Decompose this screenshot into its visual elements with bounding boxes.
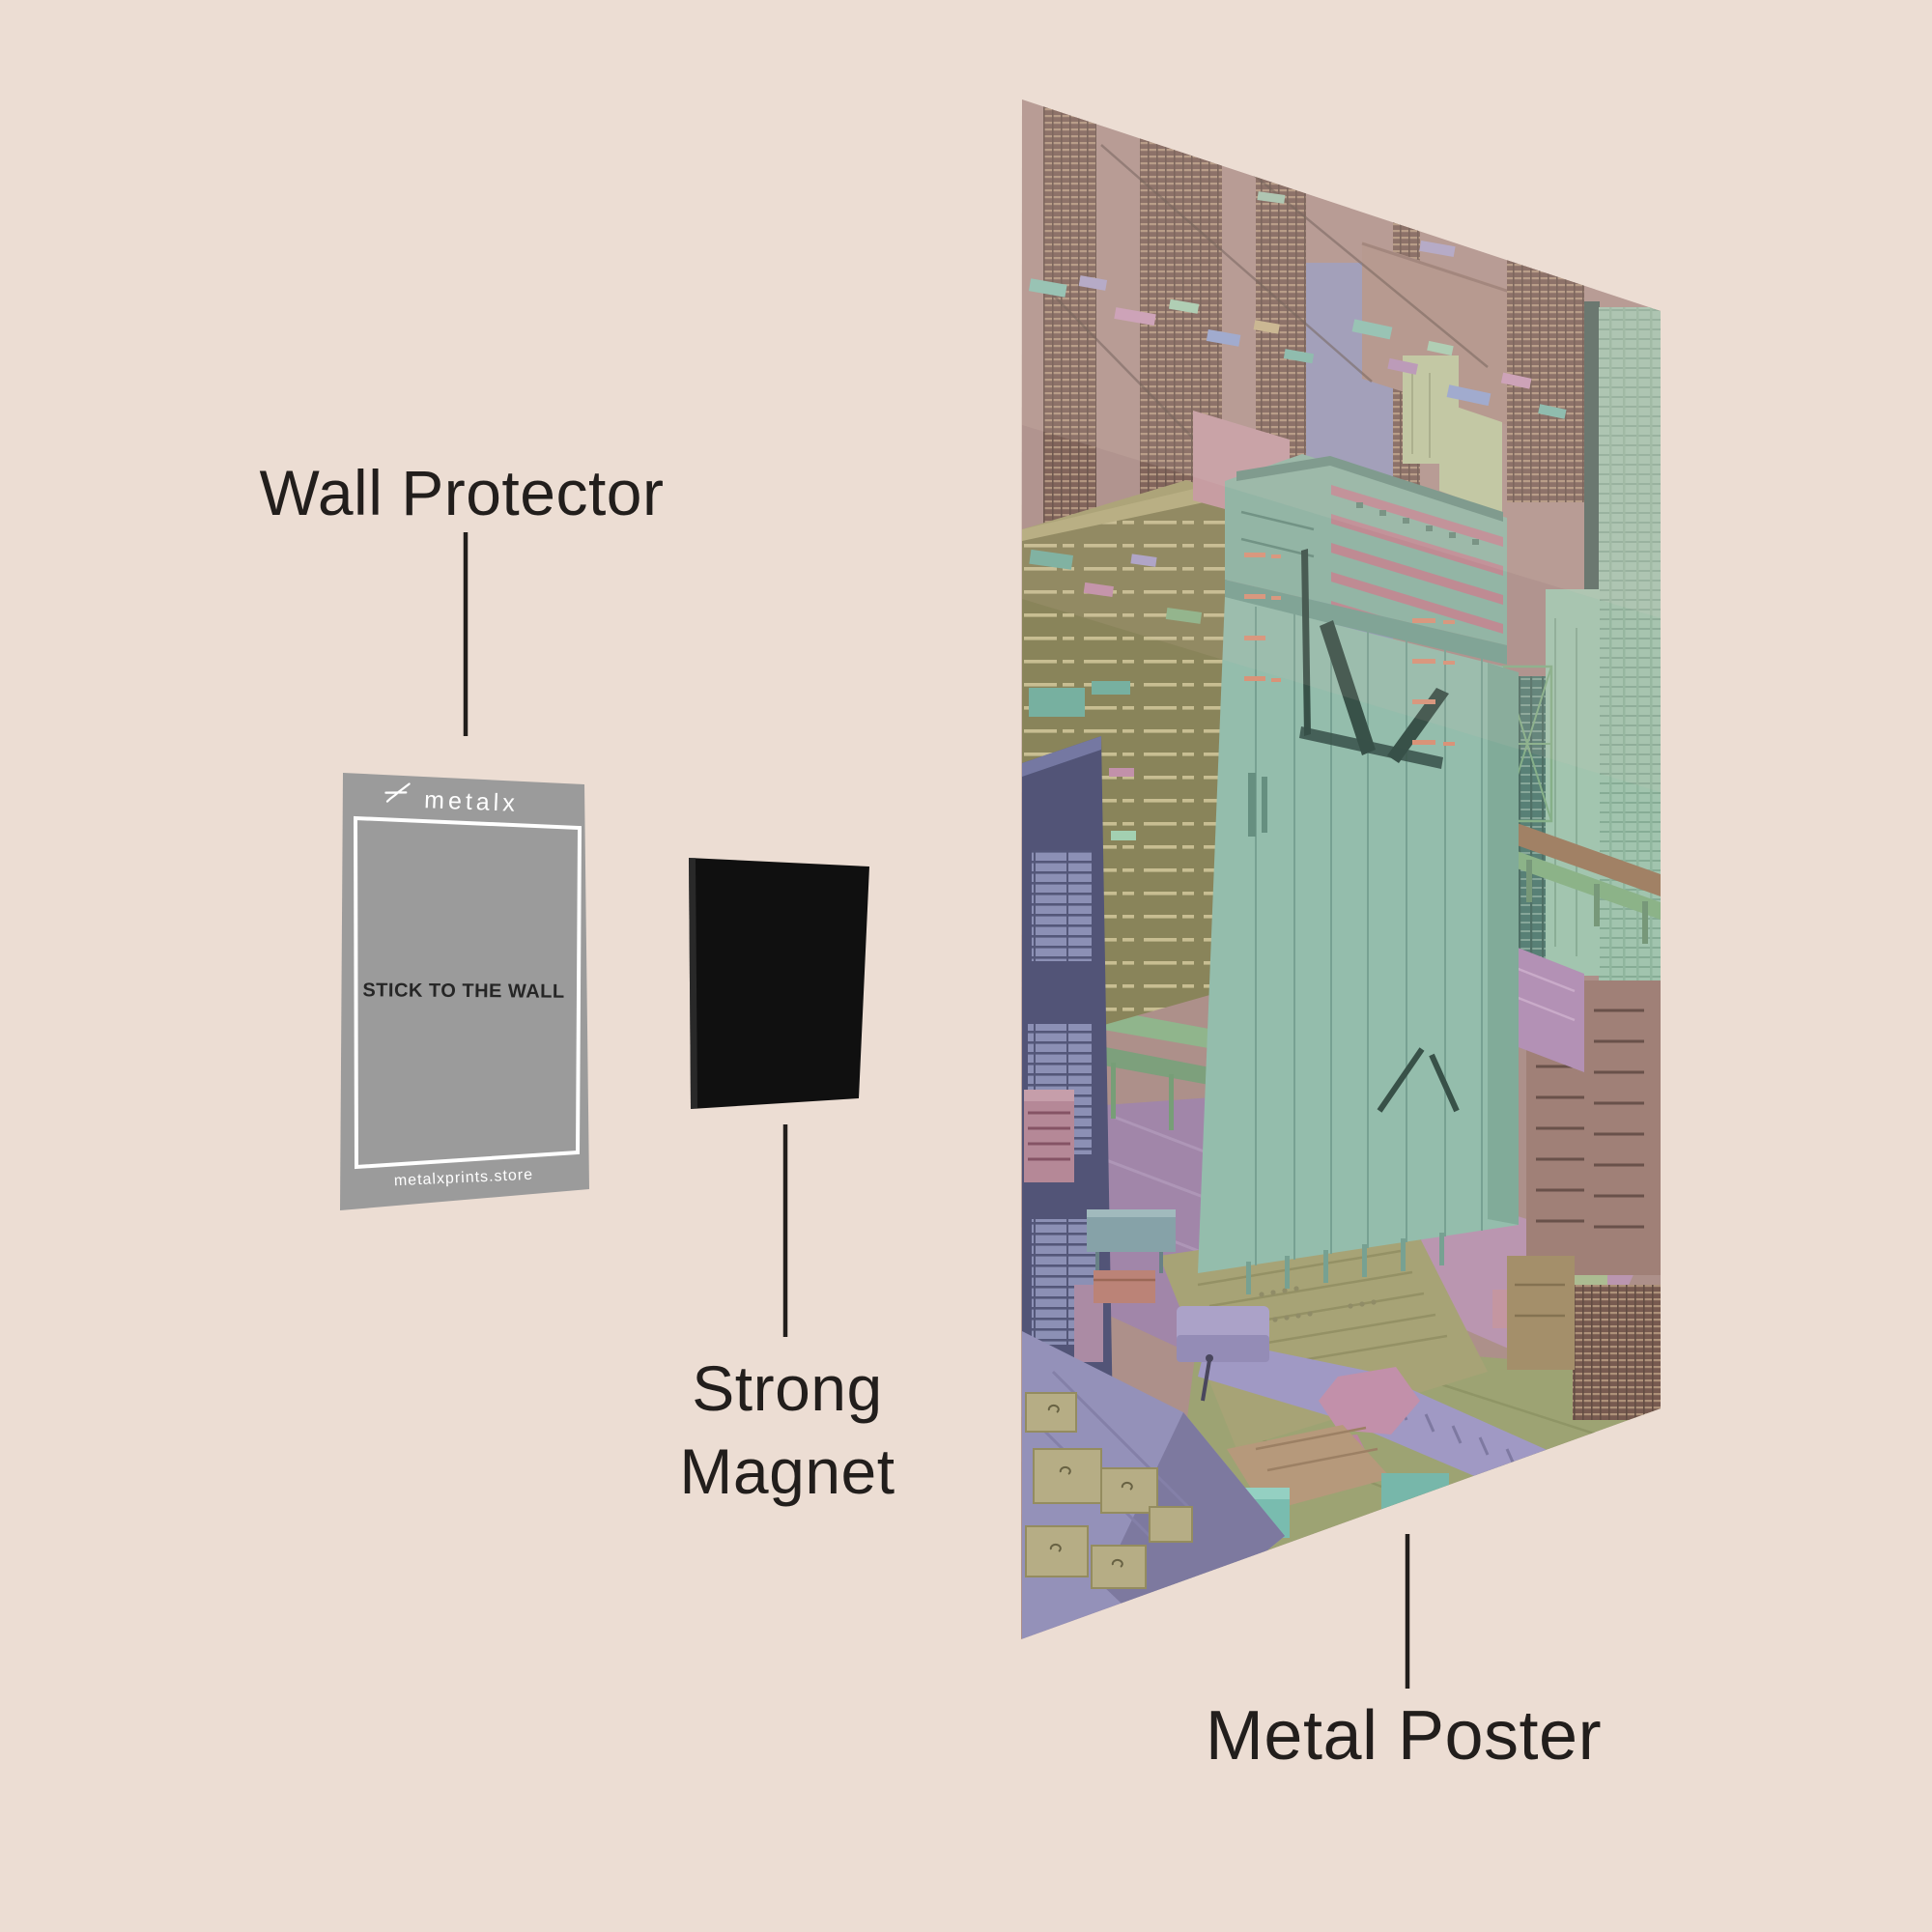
- poster-haze-upper: [1022, 99, 1661, 618]
- metal-poster-artwork: [1021, 99, 1661, 1639]
- metal-poster-label: Metal Poster: [1205, 1697, 1603, 1775]
- strong-magnet-label-line2: Magnet: [679, 1435, 895, 1507]
- wall-protector-card: [340, 773, 589, 1210]
- card-brand: metalx: [384, 781, 558, 823]
- metalx-logo-icon: [384, 782, 411, 803]
- card-center-text: STICK TO THE WALL: [362, 980, 565, 1003]
- card-brand-text: metalx: [423, 785, 520, 817]
- poster-veil: [1021, 99, 1661, 1639]
- city-teal-tower: [1198, 454, 1519, 1294]
- strong-magnet-label: Strong Magnet: [497, 1347, 1077, 1513]
- magnet-square: [689, 858, 869, 1109]
- khaki-box-buildings: [1025, 1392, 1193, 1589]
- poster-haze-mid: [1022, 425, 1661, 792]
- city-flying-vehicles: [1028, 142, 1567, 777]
- teal-tower-orange-marks: [1244, 553, 1455, 746]
- city-right-buildings: [1503, 942, 1661, 1420]
- strong-magnet-label-line1: Strong: [692, 1352, 883, 1424]
- city-bottom-left: [1022, 1090, 1285, 1639]
- wall-protector-label: Wall Protector: [259, 457, 665, 528]
